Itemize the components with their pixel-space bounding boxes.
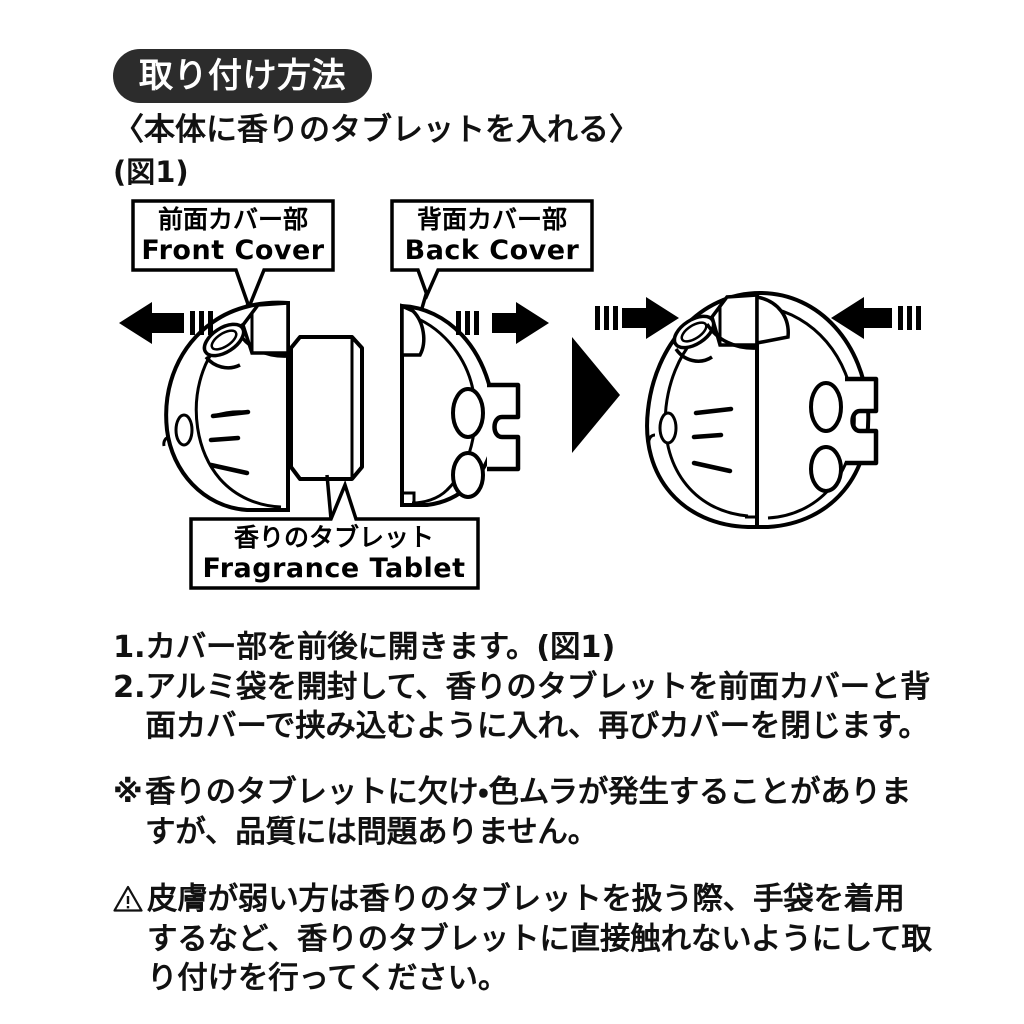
arrow-assemble-left xyxy=(595,297,679,339)
arrow-assemble-right xyxy=(831,297,921,339)
step-1-marker: 1. xyxy=(113,630,146,665)
warning-triangle-icon xyxy=(113,880,147,920)
warning-triangle-glyph xyxy=(113,883,143,912)
arrow-front-open xyxy=(119,302,213,344)
callout-fragrance-tablet-jp: 香りのタブレット xyxy=(234,523,434,552)
instructions-block: 1. カバー部を前後に開きます。(図1) 2. アルミ袋を開封して、香りのタブレ… xyxy=(113,628,933,999)
callout-back-cover: 背面カバー部 Back Cover xyxy=(390,199,594,316)
note-marker: ※ xyxy=(113,774,143,810)
fragrance-tablet-illustration xyxy=(289,335,364,481)
step-2-marker: 2. xyxy=(113,669,146,705)
step-2-text: アルミ袋を開封して、香りのタブレットを前面カバーと背面カバーで挟み込むように入れ… xyxy=(145,669,931,745)
section-heading: 〈本体に香りのタブレットを入れる〉 xyxy=(113,112,640,148)
separator-triangle-icon xyxy=(572,337,620,453)
note-text: 香りのタブレットに欠け・色ムラが発生することがありますが、品質には問題ありません… xyxy=(145,774,912,850)
back-cover-illustration xyxy=(400,303,521,507)
step-1-text: カバー部を前後に開きます。(図1) xyxy=(145,630,616,665)
figure-label: (図1) xyxy=(113,155,189,189)
warning-text: 皮膚が弱い方は香りのタブレットを扱う際、手袋を着用するなど、香りのタブレットに直… xyxy=(147,882,932,997)
callout-fragrance-tablet-en: Fragrance Tablet xyxy=(202,553,465,584)
instruction-step-1: 1. カバー部を前後に開きます。(図1) xyxy=(113,628,933,668)
assembly-diagram: 前面カバー部 Front Cover 背面カバー部 Back Cover xyxy=(0,185,1024,610)
callout-front-cover-jp: 前面カバー部 xyxy=(158,205,308,234)
assembled-unit-illustration xyxy=(645,290,879,529)
instruction-step-2: 2. アルミ袋を開封して、香りのタブレットを前面カバーと背面カバーで挟み込むよう… xyxy=(113,668,933,747)
warning-item: 皮膚が弱い方は香りのタブレットを扱う際、手袋を着用するなど、香りのタブレットに直… xyxy=(113,880,933,999)
arrow-back-open xyxy=(456,302,549,344)
callout-fragrance-tablet: 香りのタブレット Fragrance Tablet xyxy=(189,474,480,590)
front-cover-illustration xyxy=(162,300,290,512)
callout-front-cover: 前面カバー部 Front Cover xyxy=(131,199,335,327)
callout-back-cover-en: Back Cover xyxy=(405,235,580,266)
callout-back-cover-jp: 背面カバー部 xyxy=(417,205,567,234)
callout-front-cover-en: Front Cover xyxy=(141,235,324,266)
page-title: 取り付け方法 xyxy=(113,49,372,103)
note-item: ※ 香りのタブレットに欠け・色ムラが発生することがありますが、品質には問題ありま… xyxy=(113,773,933,852)
